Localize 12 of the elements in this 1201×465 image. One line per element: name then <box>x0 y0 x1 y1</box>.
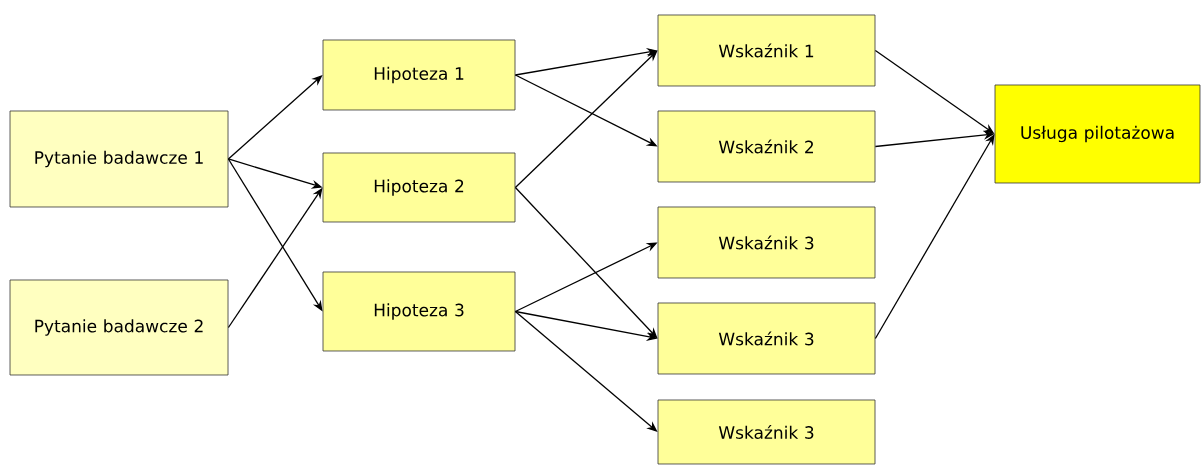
process-box: Usługa pilotażowa <box>994 84 1201 184</box>
process-box: Wskaźnik 3 <box>657 302 876 375</box>
process-box: Wskaźnik 2 <box>657 110 876 183</box>
process-box: Hipoteza 2 <box>322 152 516 223</box>
process-box: Wskaźnik 3 <box>657 206 876 279</box>
process-box: Wskaźnik 1 <box>657 14 876 87</box>
process-box: Pytanie badawcze 1 <box>9 110 229 208</box>
process-box: Wskaźnik 3 <box>657 399 876 465</box>
process-box: Hipoteza 3 <box>322 271 516 352</box>
arrow <box>874 134 995 340</box>
process-box: Hipoteza 1 <box>322 39 516 111</box>
process-box: Pytanie badawcze 2 <box>9 279 229 376</box>
